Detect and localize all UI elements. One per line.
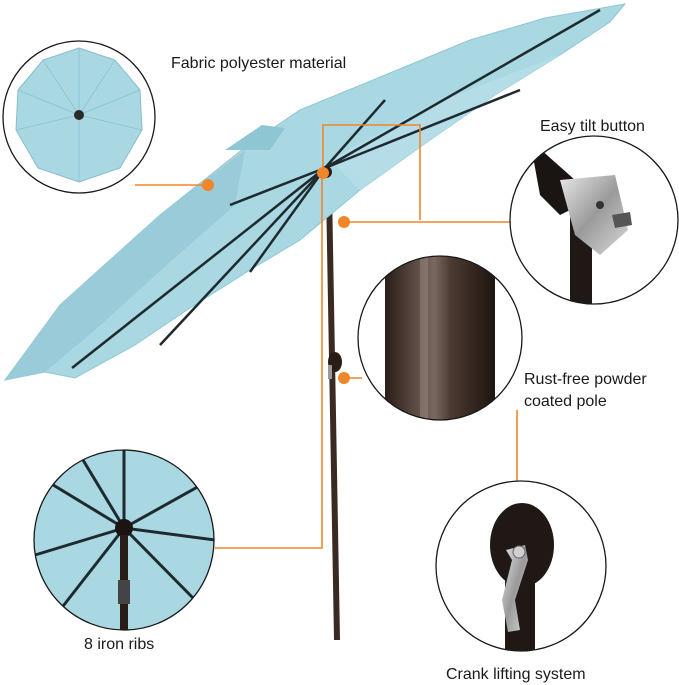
canopy-vent bbox=[225, 125, 285, 150]
label-pole-line1: Rust-free powder bbox=[524, 371, 647, 388]
label-fabric-material: Fabric polyester material bbox=[171, 55, 347, 72]
inset-top-view bbox=[2, 40, 156, 194]
inset-crank bbox=[435, 480, 607, 652]
label-pole-line2: coated pole bbox=[524, 393, 607, 410]
callout-dot bbox=[202, 179, 214, 191]
pole-crank-handle bbox=[328, 352, 342, 379]
inset-tilt-button bbox=[509, 135, 679, 305]
callout-dot bbox=[317, 167, 329, 179]
callout-dot bbox=[338, 216, 350, 228]
label-tilt-button: Easy tilt button bbox=[540, 118, 645, 135]
umbrella-pole bbox=[326, 190, 340, 640]
label-iron-ribs: 8 iron ribs bbox=[84, 636, 155, 653]
umbrella bbox=[3, 3, 627, 640]
label-crank-system: Crank lifting system bbox=[446, 666, 586, 683]
callout-dots bbox=[202, 167, 350, 384]
inset-ribs bbox=[33, 449, 215, 631]
callout-dot bbox=[338, 372, 350, 384]
canopy-shade-panel bbox=[330, 55, 560, 190]
umbrella-ribs bbox=[71, 8, 601, 369]
inset-pole-texture bbox=[357, 255, 523, 421]
canopy-shade-panel bbox=[5, 150, 245, 380]
